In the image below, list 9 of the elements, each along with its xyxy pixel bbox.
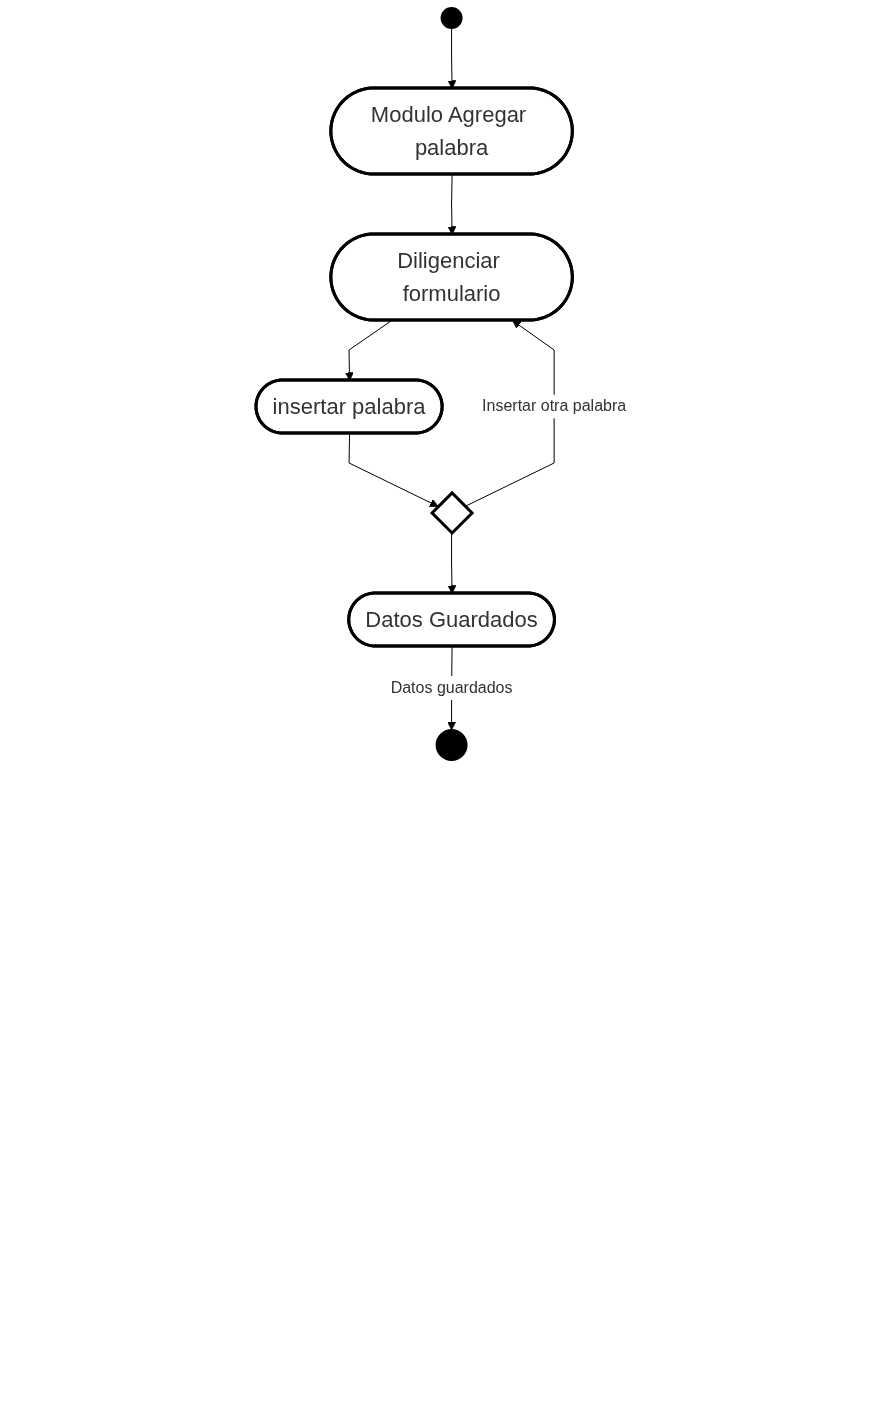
arrow	[447, 27, 457, 89]
edge-label: Insertar otra palabra	[482, 397, 627, 415]
edge-label: Datos guardados	[390, 678, 513, 696]
node-diamond	[429, 490, 475, 536]
node-circle	[440, 7, 463, 29]
node-circle	[435, 729, 468, 761]
arrow	[447, 174, 457, 235]
arrow	[464, 320, 555, 507]
arrow	[348, 433, 439, 507]
